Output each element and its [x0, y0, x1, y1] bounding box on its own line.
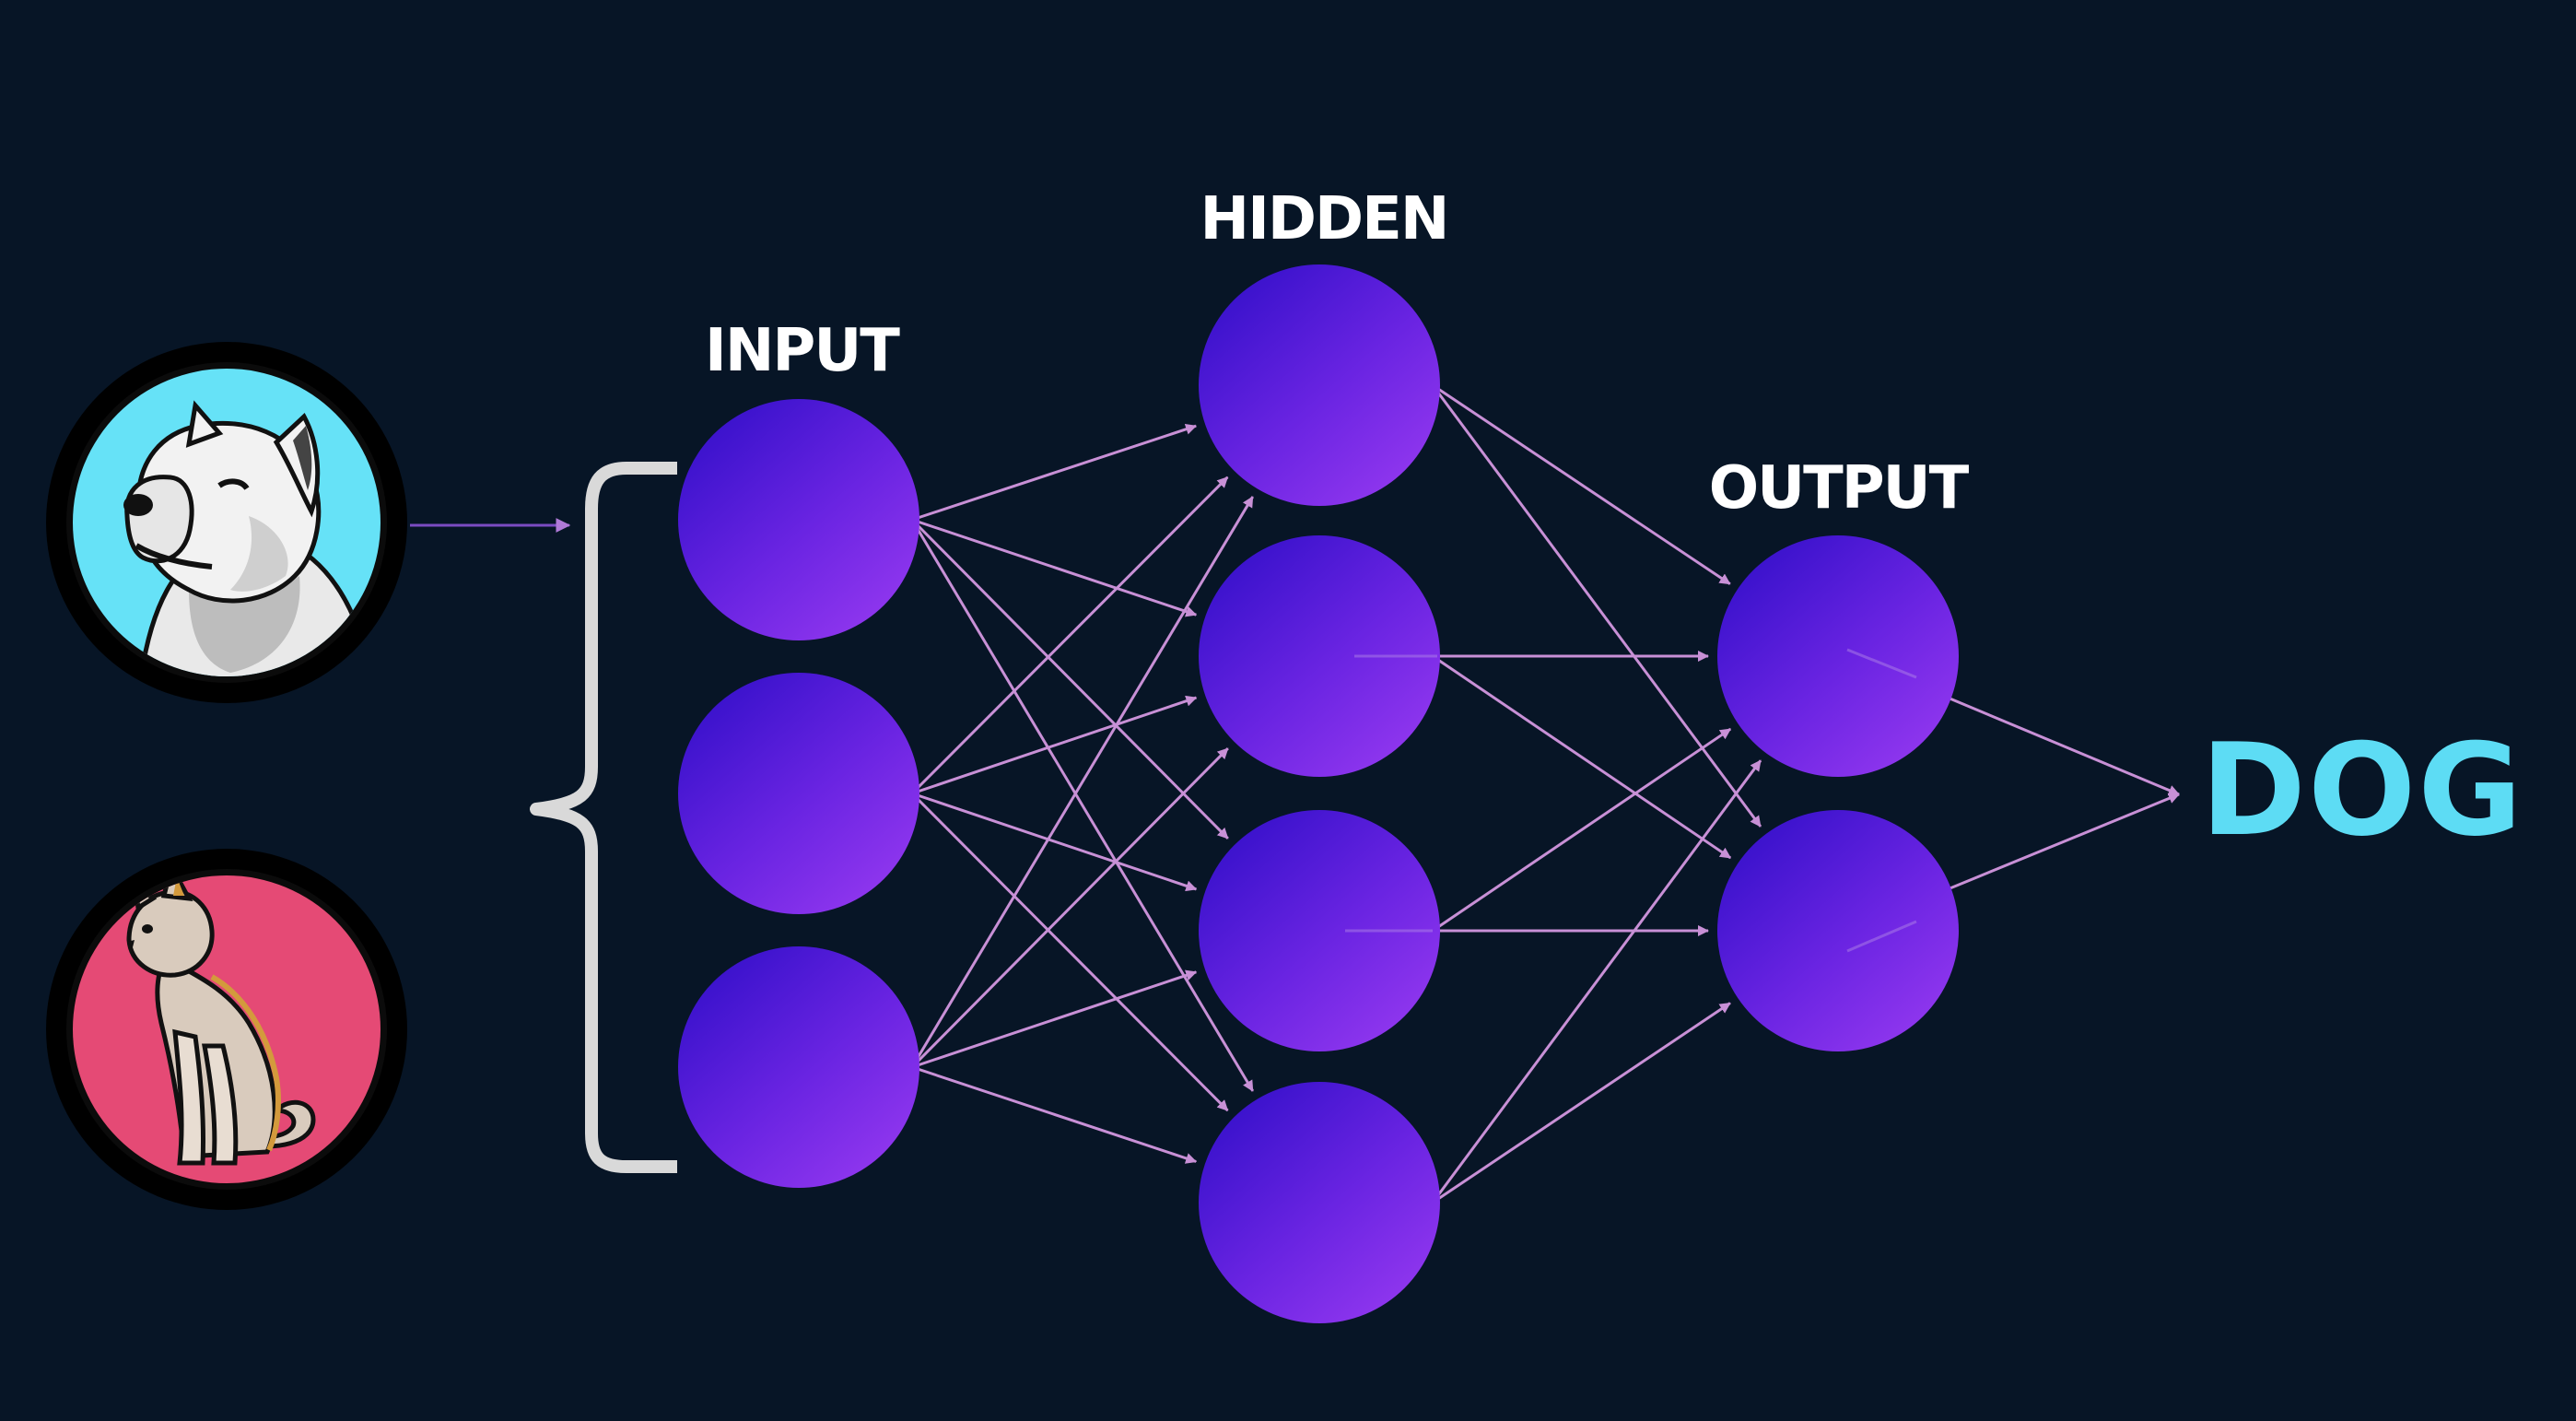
cat-badge [46, 849, 407, 1210]
input-neuron-3 [678, 946, 919, 1188]
hidden-neuron-2 [1199, 535, 1440, 777]
hidden-neuron-3 [1199, 810, 1440, 1051]
output-neuron-1 [1717, 535, 1959, 777]
result-label: DOG [2200, 716, 2523, 864]
connection-input2-hidden2 [911, 695, 1198, 795]
input-neuron-1 [678, 399, 919, 640]
hidden-neuron-4 [1199, 1082, 1440, 1323]
connection-hidden3-output1 [1432, 727, 1732, 933]
neuron-streaks [1345, 648, 1917, 953]
connection-input3-hidden4 [911, 1065, 1198, 1164]
connection-input3-hidden2 [910, 747, 1229, 1069]
connection-hidden4-output2 [1432, 1002, 1731, 1204]
connection-input1-hidden1 [911, 423, 1198, 522]
neurons [678, 264, 1959, 1323]
input-brace [530, 462, 677, 1173]
connection-input2-hidden3 [911, 792, 1198, 892]
output-neuron-2 [1717, 810, 1959, 1051]
connection-input2-hidden1 [910, 476, 1229, 795]
connection-output2-result [1947, 793, 2180, 891]
connection-input3-hidden3 [911, 969, 1198, 1069]
connection-hidden1-output1 [1432, 383, 1731, 585]
output-layer-label: OUTPUT [1709, 454, 1970, 523]
connection-hidden1-output2 [1431, 384, 1762, 828]
dog-badge [46, 342, 407, 703]
connections [910, 383, 2180, 1204]
input-layer-label: INPUT [705, 317, 900, 385]
connection-input2-hidden4 [910, 792, 1229, 1112]
hidden-neuron-1 [1199, 264, 1440, 506]
connection-input1-hidden2 [911, 518, 1198, 617]
connection-input3-hidden1 [910, 496, 1254, 1068]
input-neuron-2 [678, 673, 919, 914]
connection-output1-result [1947, 696, 2180, 796]
connection-input1-hidden3 [910, 518, 1229, 840]
connection-hidden2-output2 [1432, 654, 1732, 860]
connection-hidden4-output1 [1431, 759, 1762, 1204]
connection-input1-hidden4 [910, 519, 1255, 1092]
hidden-layer-label: HIDDEN [1200, 185, 1448, 253]
